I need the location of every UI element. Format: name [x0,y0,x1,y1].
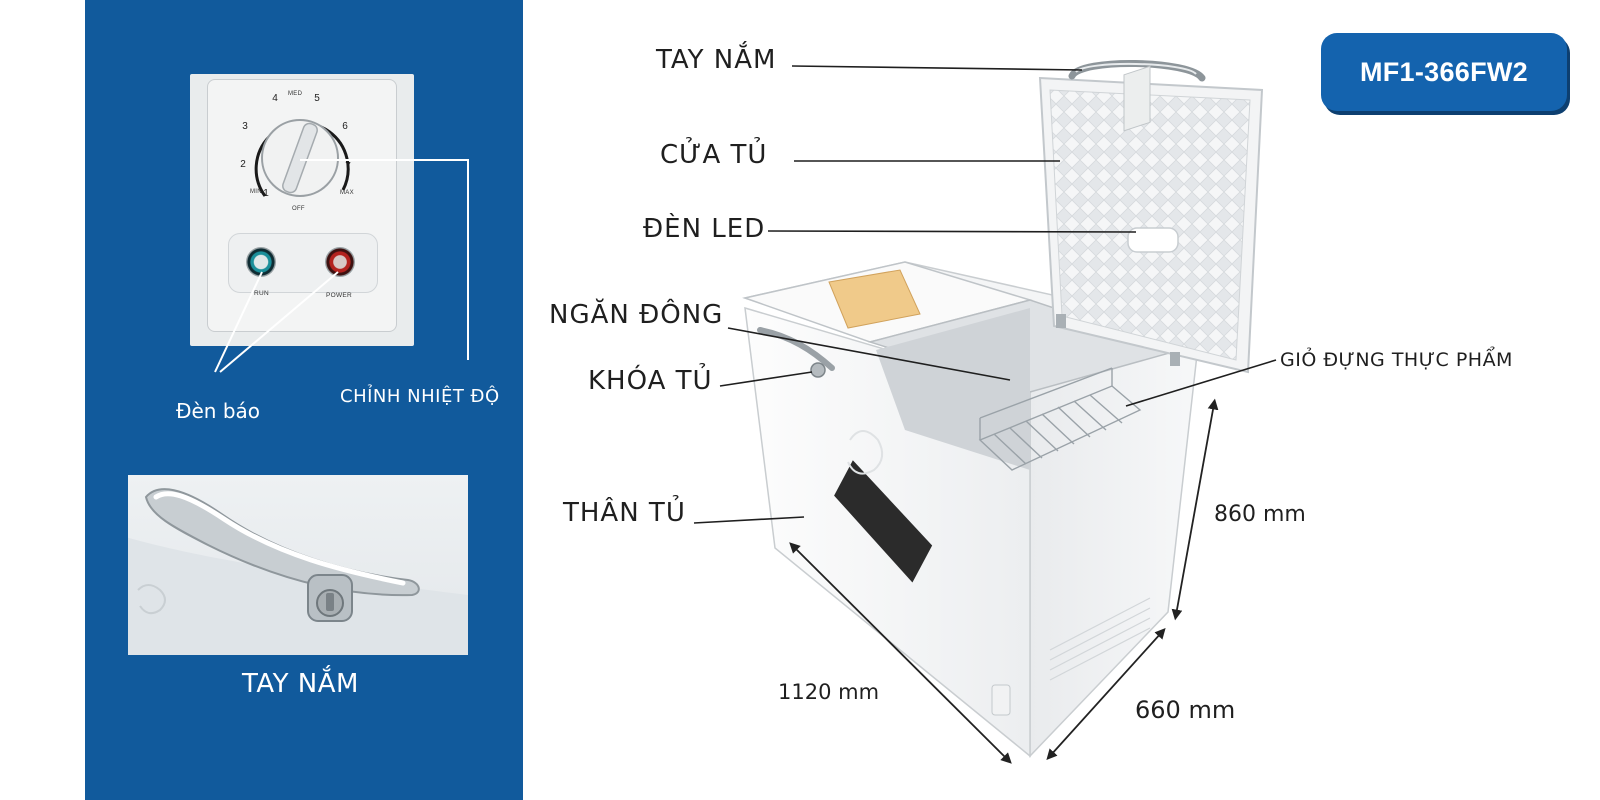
body-label: THÂN TỦ [563,498,686,528]
lid-inner-liner [1049,89,1251,361]
lid-hinge [1170,352,1180,366]
height-dimension-label: 860 mm [1214,502,1306,527]
side-handle-lock [757,327,835,371]
dial-number: 3 [242,121,248,132]
dimension-arrows [789,398,1219,764]
power-lamp-label: POWER [326,292,353,299]
lock-label: KHÓA TỦ [588,366,713,396]
led-light [1127,227,1179,253]
left-leader-lines [214,159,469,373]
height-dimension-arrow [1171,398,1219,621]
dial-label-off: OFF [292,206,305,212]
part-leader-lines [693,65,1277,524]
dial-label-min: MIN [250,189,262,195]
power-indicator-lamp [325,247,355,277]
dial-number: 6 [342,121,348,132]
handle-caption: TAY NẮM [242,669,359,699]
depth-dimension-label: 660 mm [1135,696,1236,724]
handle-closeup-photo [128,475,468,655]
front-switch-panel [991,684,1011,716]
door-label: CỬA TỦ [660,140,768,170]
width-dimension-arrow [789,542,1012,764]
food-basket [978,367,1142,471]
temperature-dial [254,119,350,197]
dial-number: 2 [240,159,246,170]
energy-sticker [828,269,921,329]
temperature-control-caption: CHỈNH NHIỆT ĐỘ [340,386,500,407]
dial-number: 1 [263,188,269,199]
handle-closeup-illustration [128,488,468,655]
depth-dimension-arrow [1046,627,1166,761]
food-basket-label: GIỎ ĐỰNG THỰC PHẨM [1280,349,1513,371]
model-badge: MF1-366FW2 [1321,33,1567,111]
chest-freezer [742,59,1264,758]
lock-keyhole [810,362,826,378]
lid-hinge [1056,314,1066,328]
freezer-compartment-wall [876,308,1030,470]
indicator-lamp-caption: Đèn báo [176,399,261,423]
dial-label-max: MAX [340,190,354,196]
handle-label: TAY NẮM [656,45,777,75]
dial-number: 5 [314,93,320,104]
run-lamp-label: RUN [254,290,269,297]
freezer-compartment-label: NGĂN ĐÔNG [549,300,724,330]
model-name: MF1-366FW2 [1359,56,1529,87]
dial-number: 4 [272,93,278,104]
freezer-side-face [1029,326,1201,758]
info-sticker [1123,65,1151,132]
dial-label-med: MED [288,91,303,97]
mascot-emboss [847,430,884,475]
width-dimension-label: 1120 mm [778,680,880,704]
led-light-label: ĐÈN LED [643,214,766,244]
